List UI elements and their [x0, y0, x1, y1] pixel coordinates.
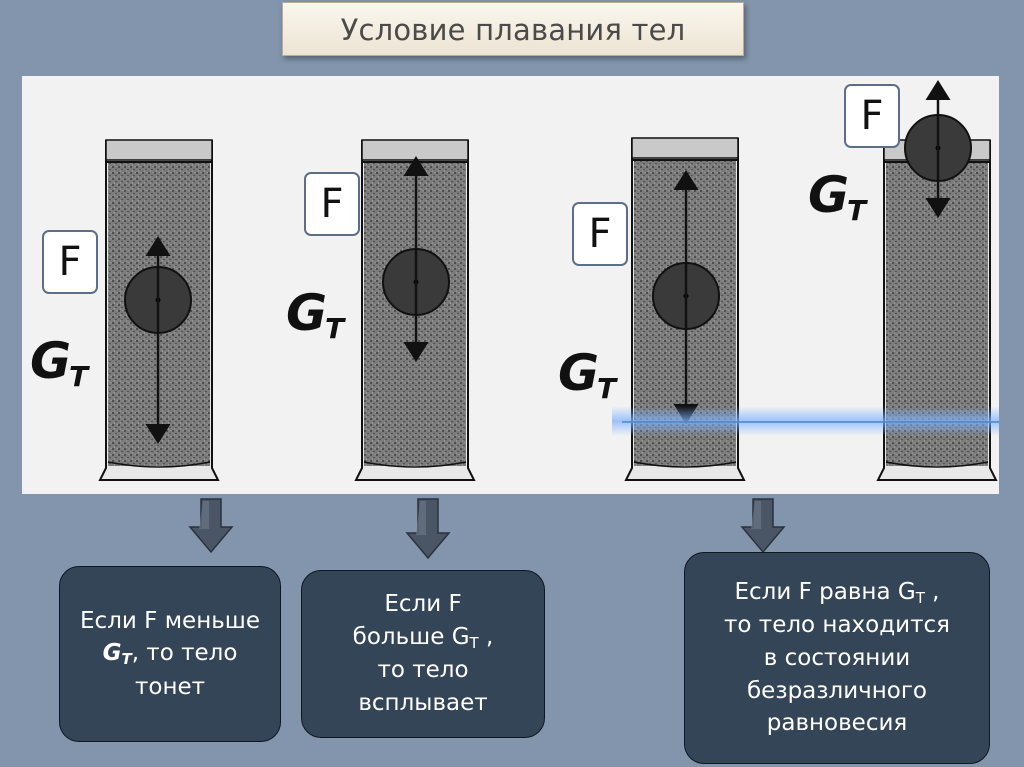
down-arrow-icon: [188, 498, 234, 554]
caption-line: тонет: [134, 673, 206, 700]
gravity-subscript: T: [915, 589, 925, 608]
down-arrow-icon: [405, 498, 451, 560]
caption-text: ,: [478, 624, 494, 651]
gravity-subscript: T: [325, 312, 345, 345]
gravity-label-1: GT: [30, 332, 90, 393]
gravity-subscript: T: [597, 372, 617, 405]
gravity-symbol: G: [30, 332, 72, 390]
slide-title: Условие плавания тел: [340, 13, 686, 47]
gravity-label-4: GT: [808, 166, 868, 227]
figure-panel: F F F F GT GT GT GT: [22, 76, 999, 494]
gravity-subscript: T: [469, 634, 479, 653]
gravity-symbol: G: [558, 344, 600, 402]
caption-equilibrium: Если F равна GT , то тело находится в со…: [684, 552, 990, 764]
force-label-1: F: [42, 230, 98, 294]
caption-line: Если F равна GT ,: [685, 576, 989, 609]
caption-line: равновесия: [766, 710, 908, 737]
caption-text: ,: [924, 579, 940, 606]
highlight-glow: [612, 406, 999, 436]
caption-sinks: Если F меньше GT, то тело тонет: [59, 566, 281, 742]
caption-line: больше GT ,: [302, 621, 544, 654]
gravity-subscript: T: [847, 194, 867, 227]
beakers-figure: [98, 80, 999, 481]
gravity-symbol: G: [808, 166, 850, 224]
gravity-subscript: T: [121, 650, 132, 669]
caption-line: Если F меньше: [80, 607, 260, 634]
beaker-floating-up: [354, 139, 476, 481]
caption-line: GT, то тело: [60, 637, 280, 670]
caption-line: то тело находится: [724, 612, 950, 639]
caption-line: безразличного: [747, 677, 927, 704]
gravity-subscript: T: [69, 360, 89, 393]
force-label-4: F: [844, 84, 900, 148]
beaker-sinking: [98, 139, 220, 481]
caption-text: Если F равна G: [734, 579, 916, 606]
force-label-3: F: [572, 202, 628, 266]
down-arrow-icon: [740, 498, 786, 554]
caption-floats-up: Если F больше GT , то тело всплывает: [301, 570, 545, 738]
slide-title-box: Условие плавания тел: [282, 2, 744, 56]
caption-line: всплывает: [358, 689, 488, 716]
caption-line: то тело: [377, 657, 469, 684]
gravity-label-2: GT: [286, 284, 346, 345]
caption-line: Если F: [384, 591, 462, 618]
gravity-symbol: G: [286, 284, 328, 342]
gravity-symbol: G: [102, 640, 122, 667]
caption-line: в состоянии: [763, 644, 911, 671]
gravity-label-3: GT: [558, 344, 618, 405]
force-label-2: F: [304, 172, 360, 236]
caption-text: больше G: [352, 624, 470, 651]
caption-text: , то тело: [131, 640, 238, 667]
